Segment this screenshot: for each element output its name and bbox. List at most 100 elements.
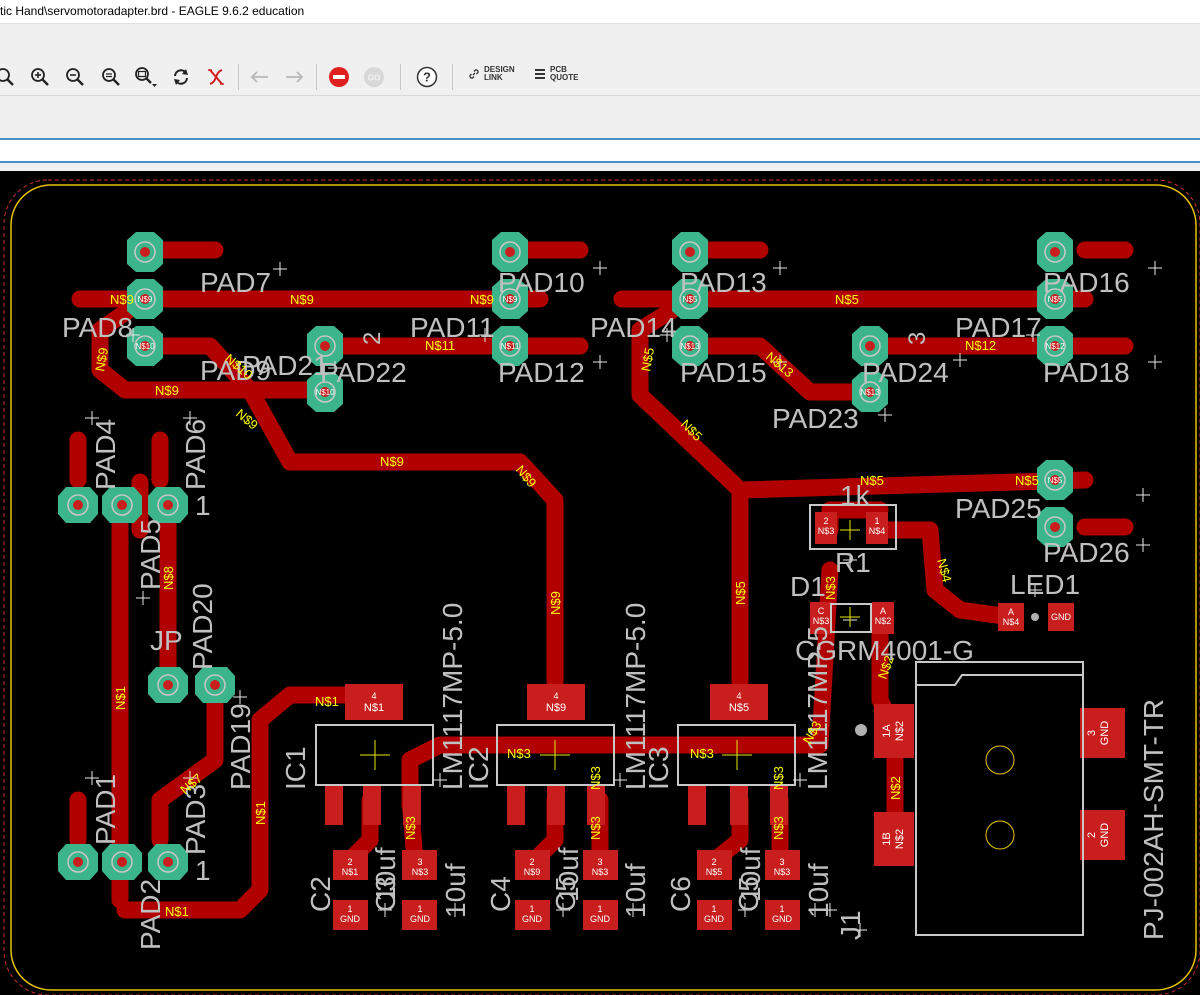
net-n11: N$11 (425, 338, 455, 353)
label-pad10: PAD10 (498, 267, 585, 298)
go-label: GO (368, 74, 380, 83)
help-icon[interactable]: ? (414, 64, 440, 90)
j1-pin1b-net: N$2 (894, 829, 906, 849)
c2-pin2: 2 (347, 857, 352, 867)
net-n1-vert2: N$1 (253, 801, 268, 825)
r1-net3: N$3 (818, 526, 835, 536)
net-n1-bottom: N$1 (165, 904, 189, 919)
net-n9-mid: N$9 (155, 383, 179, 398)
label-pad21: PAD21 (242, 350, 329, 381)
label-jp1-num: 1 (195, 490, 211, 521)
net-n2-vert: N$2 (888, 776, 903, 800)
part-name-labels: PAD7 PAD8 PAD9 PAD21 PAD22 PAD10 PAD11 P… (62, 267, 1169, 950)
net-n5-top: N$5 (835, 292, 859, 307)
net-n3-ic2: N$3 (507, 746, 531, 761)
zoom-select-icon[interactable] (98, 64, 124, 90)
label-d1: D1 (790, 571, 826, 602)
stop-icon[interactable] (326, 64, 352, 90)
ic2-pin4: 4 (553, 691, 558, 701)
label-jp2-num: 2 (359, 332, 386, 345)
label-j1-value: PJ-002AH-SMT-TR (1138, 699, 1169, 940)
c6-gnd: GND (704, 914, 725, 924)
label-led1: LED1 (1010, 569, 1080, 600)
label-r1-name: R1 (835, 547, 871, 578)
c5-gnd: GND (590, 914, 611, 924)
label-pad16: PAD16 (1043, 267, 1130, 298)
zoom-in-icon[interactable] (27, 64, 53, 90)
zoom-fit-icon[interactable] (0, 64, 18, 90)
ic3-pin4-net: N$5 (729, 702, 749, 714)
redraw-icon[interactable] (168, 64, 194, 90)
ratsnest-icon[interactable] (203, 64, 229, 90)
label-pad7: PAD7 (200, 267, 271, 298)
d1-net2: N$2 (875, 616, 892, 626)
label-ic1: IC1 (280, 746, 311, 790)
c3-pin1: 1 (417, 904, 422, 914)
net-n12: N$12 (965, 338, 996, 353)
ic2-pin4-net: N$9 (546, 702, 566, 714)
label-pad8: PAD8 (62, 312, 133, 343)
net-n9-top: N$9 (290, 292, 314, 307)
zoom-out-icon[interactable] (62, 64, 88, 90)
pad8-net: N$9 (138, 295, 153, 304)
label-jp1b-num: 1 (195, 855, 211, 886)
ic1-pin4: 4 (371, 691, 376, 701)
c7-net: N$3 (774, 867, 791, 877)
label-pad5: PAD5 (135, 519, 166, 590)
label-c2: C2 (305, 876, 336, 912)
net-n8-vert: N$8 (161, 566, 176, 590)
command-line-input[interactable] (0, 138, 1200, 163)
design-link-line2: LINK (484, 73, 503, 82)
board-canvas[interactable]: PAD7 PAD8 PAD9 PAD21 PAD22 PAD10 PAD11 P… (0, 171, 1200, 995)
d1-pin-c: C (818, 606, 825, 616)
pad21-net: N$10 (315, 388, 335, 397)
r1-net4: N$4 (869, 526, 886, 536)
net-n5-left: N$5 (638, 346, 657, 372)
window-title-bar: tic Hand\servomotoradapter.brd - EAGLE 9… (0, 0, 1200, 23)
d1-net3: N$3 (813, 616, 830, 626)
design-link-button[interactable]: DESIGN LINK (468, 66, 515, 82)
label-c3-value: 10uf (440, 863, 471, 918)
label-c4-value: 10uf (553, 847, 584, 902)
label-pad15: PAD15 (680, 357, 767, 388)
pcb-quote-button[interactable]: PCB QUOTE (534, 66, 578, 82)
j1-pin3-gnd: GND (1099, 721, 1111, 746)
c4-pin2: 2 (529, 857, 534, 867)
net-n1-vert: N$1 (113, 686, 128, 710)
j1-pin2-gnd: GND (1099, 823, 1111, 848)
pcb-drawing[interactable]: PAD7 PAD8 PAD9 PAD21 PAD22 PAD10 PAD11 P… (0, 171, 1200, 995)
c4-pin1: 1 (529, 904, 534, 914)
c6-net: N$5 (706, 867, 723, 877)
c7-gnd: GND (772, 914, 793, 924)
label-d1-value: CGRM4001-G (795, 635, 974, 666)
pad9-net: N$10 (135, 342, 155, 351)
pad15-net: N$13 (680, 342, 700, 351)
undo-icon[interactable] (247, 64, 273, 90)
redo-icon[interactable] (281, 64, 307, 90)
zoom-area-icon[interactable] (133, 64, 159, 90)
led1-gnd: GND (1051, 612, 1072, 622)
label-ic2-value: LM1117MP-5.0 (620, 603, 651, 790)
c3-pin3: 3 (417, 857, 422, 867)
c6-pin1: 1 (711, 904, 716, 914)
c3-net: N$3 (412, 867, 429, 877)
c5-pin3: 3 (597, 857, 602, 867)
c2-net: N$1 (342, 867, 359, 877)
pad25-net: N$5 (1048, 476, 1063, 485)
board-outline (10, 184, 1197, 991)
c4-net: N$9 (524, 867, 541, 877)
label-ic3-value: LM1117MP-5 (802, 626, 833, 790)
label-c5-value: 10uf (620, 863, 651, 918)
toolbar-separator (452, 64, 453, 90)
go-icon[interactable]: GO (361, 64, 387, 90)
net-n9-pad8: N$9 (110, 292, 134, 307)
net-n3-ic2-pin: N$3 (588, 766, 603, 790)
r1-pin1: 1 (874, 516, 879, 526)
toolbar-separator (238, 64, 239, 90)
pad11-net: N$9 (503, 295, 518, 304)
label-c5: C5 (550, 876, 581, 912)
board-dimension (3, 179, 1200, 995)
net-n9-bot: N$9 (380, 454, 404, 469)
net-n3-c3: N$3 (403, 816, 418, 840)
toolbar-separator (316, 64, 317, 90)
